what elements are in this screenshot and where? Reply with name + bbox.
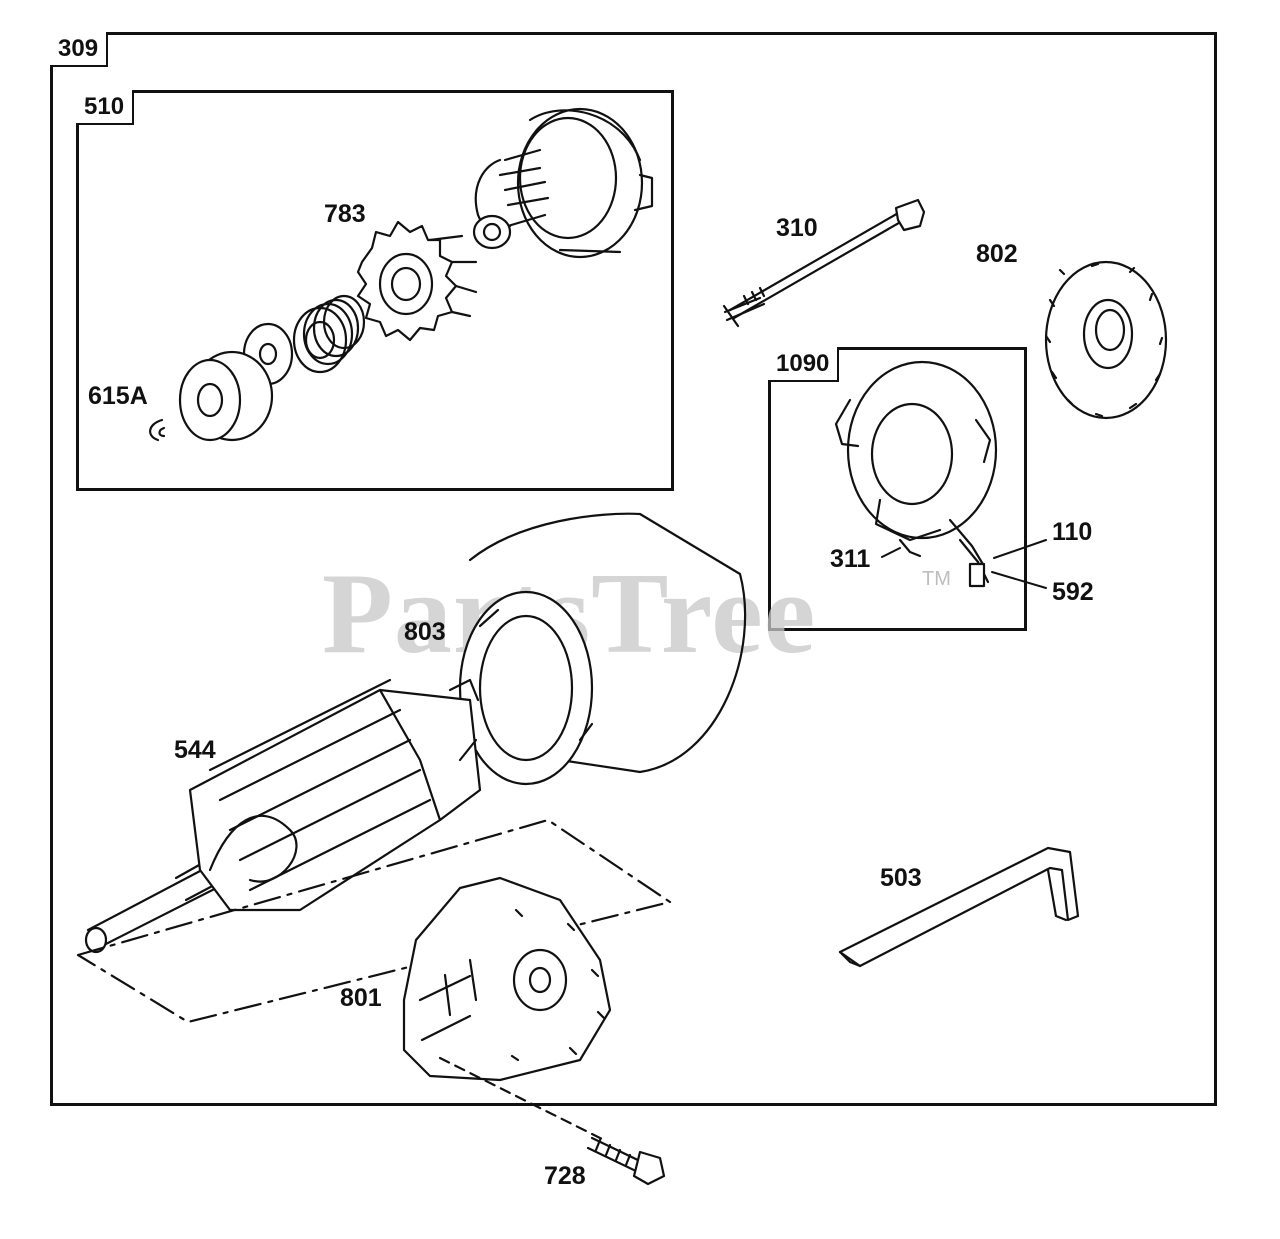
frame-510 [76,90,674,491]
label-615a: 615A [88,382,148,410]
through-bolt [722,198,926,328]
label-592: 592 [1052,578,1094,606]
frame-510-tag: 510 [76,90,135,125]
pinion-gear [356,220,478,342]
label-803: 803 [404,618,446,646]
label-783: 783 [324,200,366,228]
armature [84,678,482,954]
label-110: 110 [1052,518,1093,546]
stop-collar [178,350,274,442]
label-801: 801 [340,984,382,1012]
screw [586,1136,666,1186]
label-728: 728 [544,1162,586,1190]
drive-housing [472,107,654,259]
screw-path [438,1056,606,1142]
end-cap [1044,260,1168,420]
spring [292,294,366,374]
label-311: 311 [830,545,871,573]
field-housing [458,512,747,786]
drive-end-plate [402,876,612,1082]
bracket [838,846,1080,968]
label-310: 310 [776,214,818,242]
frame-309-tag: 309 [50,32,109,67]
label-544: 544 [174,736,216,764]
retaining-ring [149,418,166,442]
frame-1090 [768,347,1027,631]
watermark-trademark: TM [922,568,951,590]
brush-holder [834,360,998,588]
label-503: 503 [880,864,922,892]
alignment-plane [76,818,672,1024]
frame-1090-tag: 1090 [768,347,840,382]
frame-309 [50,32,1217,1106]
leader-lines [881,539,1047,589]
label-802: 802 [976,240,1018,268]
